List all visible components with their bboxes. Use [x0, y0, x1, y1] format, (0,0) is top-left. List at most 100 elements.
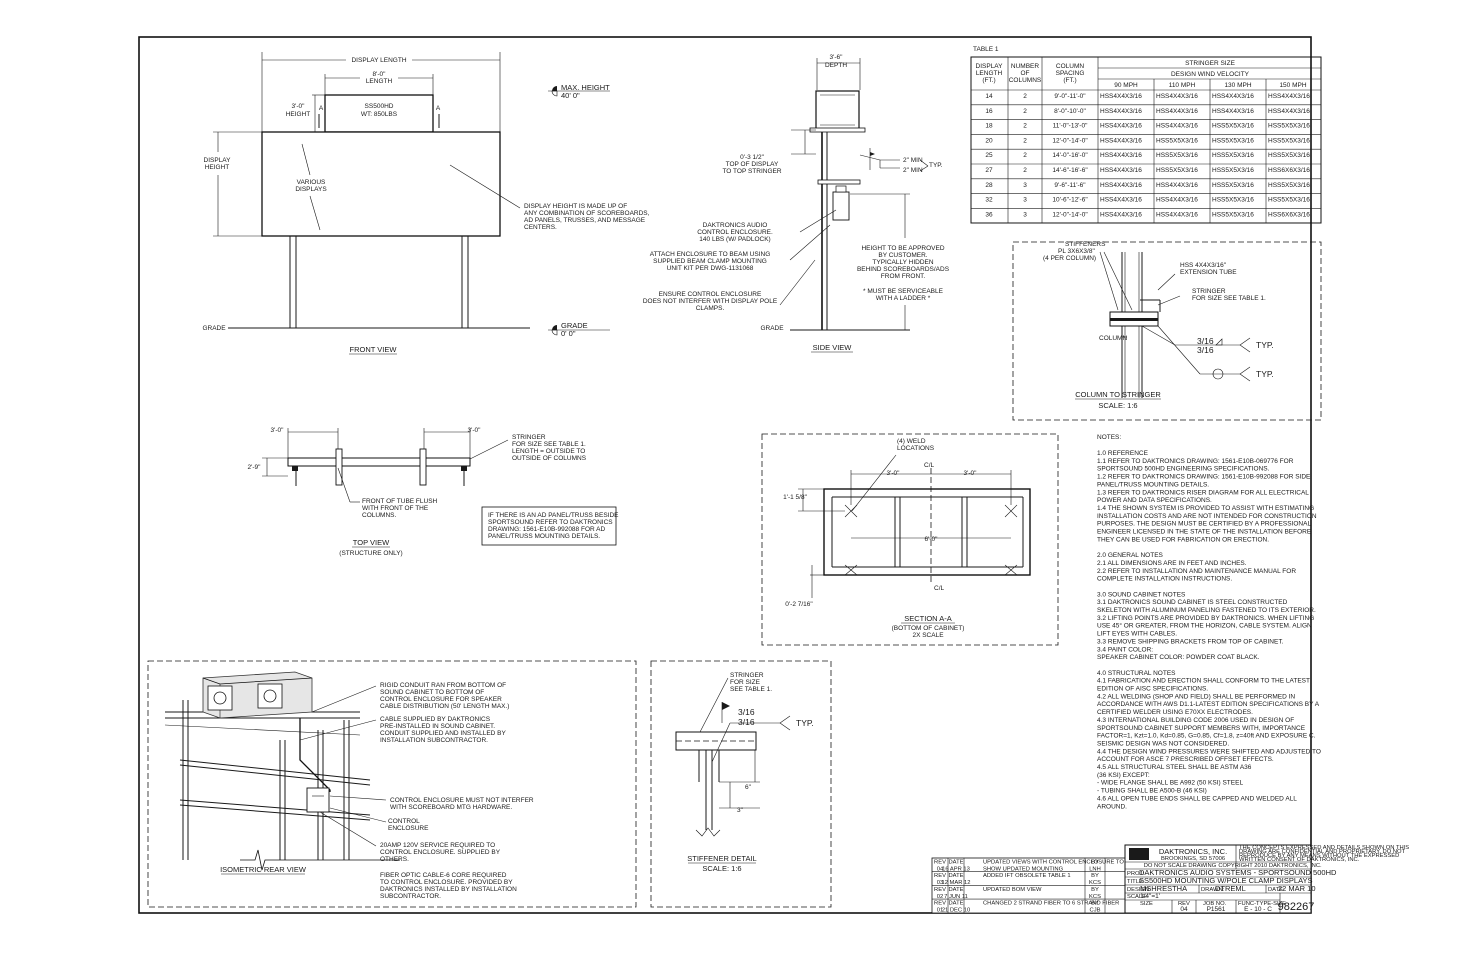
note-line: 1.0 REFERENCE	[1097, 450, 1149, 457]
table-cell: HSS4X4X3/16	[1100, 93, 1142, 100]
control-enclosure-side	[832, 191, 850, 221]
revision-cell: BY	[1091, 887, 1099, 893]
revision-cell: SHOW UPDATED MOUNTING	[983, 866, 1064, 872]
table-cell: 28	[985, 182, 993, 189]
top-display-1: 0'-3 1/2"	[740, 154, 764, 161]
revision-cell: DATE	[948, 860, 963, 866]
front-note-2: ANY COMBINATION OF SCOREBOARDS,	[524, 210, 650, 217]
note-line: USE 45° OR GREATER, FROM THE HORIZON, CA…	[1097, 622, 1312, 630]
revision-cell: LNH	[1089, 866, 1101, 872]
th-spacing-2: SPACING	[1056, 70, 1085, 77]
isometric-title: ISOMETRIC REAR VIEW	[220, 865, 307, 874]
top-display-2: TOP OF DISPLAY	[726, 161, 779, 168]
side-depth-1: 3'-6"	[830, 54, 844, 61]
interfer-1: CONTROL ENCLOSURE MUST NOT INTERFER	[390, 797, 534, 804]
table-1: TABLE 1 DISPLAY LENGTH (FT.) NUMBER OF C…	[970, 46, 1322, 224]
cab-height-text: HEIGHT	[286, 111, 311, 118]
revision-cell: REV	[934, 887, 946, 893]
drawn-by: DTREML	[1215, 884, 1246, 893]
table-cell: 12'-0"-14'-0"	[1052, 211, 1088, 218]
front-view: DISPLAY LENGTH 8'-0" LENGTH SS500HD WT: …	[202, 52, 650, 355]
table-cell: HSS5X5X3/16	[1156, 137, 1198, 144]
table-cell: HSS4X4X3/16	[1268, 93, 1310, 100]
revision-cell: CJB	[1090, 907, 1101, 913]
revision-cell: 02	[937, 894, 943, 900]
table-cell: 25	[985, 152, 993, 159]
table-cell: HSS5X5X3/16	[1268, 197, 1310, 204]
table-cell: 3	[1023, 182, 1027, 189]
hss-note-2: EXTENSION TUBE	[1180, 269, 1237, 276]
side-view-title: SIDE VIEW	[813, 343, 853, 352]
th-wind: DESIGN WIND VELOCITY	[1171, 71, 1250, 78]
table-cell: HSS5X5X3/16	[1212, 197, 1254, 204]
section-scale: 2X SCALE	[912, 632, 944, 639]
cable-3: CONDUIT SUPPLIED AND INSTALLED BY	[380, 730, 506, 737]
table-cell: HSS5X5X3/16	[1156, 152, 1198, 159]
table-cell: HSS4X4X3/16	[1100, 123, 1142, 130]
note-line: 3.1 DAKTRONICS SOUND CABINET IS STEEL CO…	[1097, 599, 1288, 606]
table-cell: 20	[985, 137, 993, 144]
note-line: 2.2 REFER TO INSTALLATION AND MAINTENANC…	[1097, 568, 1296, 575]
note-line: 4.6 ALL OPEN TUBE ENDS SHALL BE CAPPED A…	[1097, 795, 1297, 802]
cab-weight: WT: 850LBS	[361, 111, 398, 118]
table-cell: 32	[985, 197, 993, 204]
weld-typ-1: TYP.	[1256, 340, 1274, 350]
height-note-4: BEHIND SCOREBOARDS/ADS	[857, 266, 950, 273]
note-line: EDITION OF AISC SPECIFICATIONS.	[1097, 686, 1208, 693]
table-cell: 10'-6"-12'-6"	[1052, 197, 1088, 204]
date-label: DATE:	[1268, 887, 1285, 893]
top-dim-height: 2'-9"	[248, 464, 262, 471]
min-dim-1: 2" MIN	[903, 157, 923, 164]
table-cell: HSS5X5X3/16	[1212, 211, 1254, 218]
stiffener-title: STIFFENER DETAIL	[687, 854, 756, 863]
legal-2: DRAWING ARE CONFIDENTIAL AND PROPRIETARY…	[1239, 849, 1406, 855]
note-line: AROUND.	[1097, 803, 1127, 810]
weld-loc-1: (4) WELD	[897, 438, 926, 445]
top-view-title: TOP VIEW	[353, 538, 390, 547]
enclosure-note-2: CONTROL ENCLOSURE.	[697, 229, 773, 236]
isometric-rear-view: RIGID CONDUIT RAN FROM BOTTOM OF SOUND C…	[147, 660, 637, 908]
front-tube-3: COLUMNS.	[362, 512, 397, 519]
size-label: SIZE	[1140, 901, 1153, 907]
title-block: DAKTRONICS, INC. BROOKINGS, SD 57006 DO …	[1124, 844, 1409, 914]
no-scale-note: DO NOT SCALE DRAWING	[1144, 863, 1217, 869]
top-view: 3'-0" 3'-0" 2'-9" STRINGER FOR SIZE SEE …	[248, 427, 620, 557]
revision-cell: 04	[937, 866, 944, 872]
table-cell: 9'-0"-11'-0"	[1054, 93, 1086, 100]
table-cell: 16	[985, 108, 993, 115]
th-spacing-3: (FT.)	[1063, 77, 1076, 84]
designer: MSHRESTHA	[1140, 884, 1187, 893]
various-displays-1: VARIOUS	[297, 179, 326, 186]
fiber-1: FIBER OPTIC CABLE-6 CORE REQUIRED	[380, 872, 507, 879]
display-area	[261, 131, 501, 237]
stringer-note-1: STRINGER	[1192, 288, 1226, 295]
fiber-3: DAKTRONICS INSTALLED BY INSTALLATION	[380, 886, 517, 893]
table-cell: 8'-0"-10'-0"	[1054, 108, 1086, 115]
table-cell: 27	[985, 167, 993, 174]
sec-dim-c: 6'-0"	[925, 536, 939, 543]
rev-label: REV	[1178, 901, 1190, 907]
table-cell: 2	[1023, 93, 1027, 100]
table-cell: HSS5X5X3/16	[1212, 152, 1254, 159]
front-note-3: AD PANELS, TRUSSES, AND MESSAGE	[524, 217, 646, 224]
service-note-2: WITH A LADDER *	[876, 295, 931, 302]
weld-loc-2: LOCATIONS	[897, 445, 935, 452]
hss-note-1: HSS 4X4X3/16"	[1180, 262, 1227, 269]
table-cell: HSS4X4X3/16	[1100, 182, 1142, 189]
sec-dim-b: 3'-0"	[964, 470, 978, 477]
table-cell: HSS4X4X3/16	[1156, 123, 1198, 130]
cab-length-dim: 8'-0"	[373, 71, 387, 78]
note-line: INSTALLATION COSTS AND ARE NOT INTENDED …	[1097, 513, 1317, 520]
table-cell: HSS4X4X3/16	[1156, 93, 1198, 100]
column-label: COLUMN	[1099, 335, 1127, 342]
various-displays-2: DISPLAYS	[295, 186, 327, 193]
column-detail-scale: SCALE: 1:6	[1098, 401, 1137, 410]
table-cell: HSS5X5X3/16	[1268, 123, 1310, 130]
revision-cell: REV	[934, 873, 946, 879]
note-line: PURPOSES. THE DESIGN MUST BE CERTIFIED B…	[1097, 521, 1311, 528]
table-cell: 2	[1023, 123, 1027, 130]
proj-label: PROJ:	[1127, 871, 1144, 877]
drawing-title: SS500HD MOUNTING W/POLE CLAMP DISPLAYS	[1139, 876, 1313, 885]
cable-1: CABLE SUPPLIED BY DAKTRONICS	[380, 716, 491, 723]
attach-note-1: ATTACH ENCLOSURE TO BEAM USING	[650, 251, 771, 258]
